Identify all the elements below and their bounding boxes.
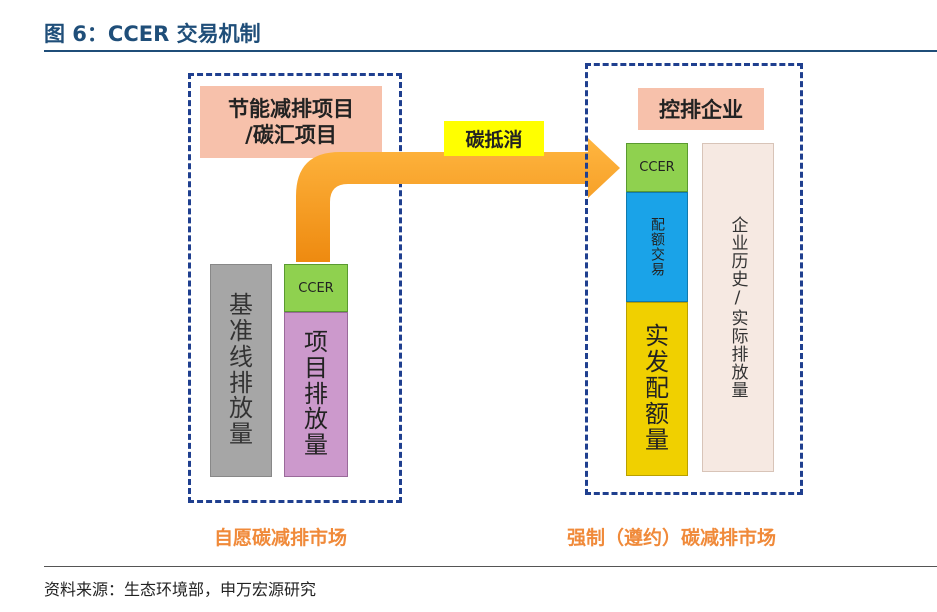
controlled-enterprise-header: 控排企业: [638, 88, 764, 130]
project-emission-bar: 项目排 放量: [284, 312, 348, 477]
source-note: 资料来源：生态环境部，申万宏源研究: [44, 580, 317, 599]
actual-quota-bar: 实发配 额量: [626, 302, 688, 476]
source-divider: [44, 566, 937, 567]
historical-emission-label: 企业历史/实际排放量: [727, 216, 748, 399]
title-divider: [44, 50, 937, 52]
left-ccer-block: CCER: [284, 264, 348, 312]
carbon-offset-label: 碳抵消: [444, 121, 544, 156]
voluntary-market-label: 自愿碳减排市场: [214, 527, 348, 549]
figure-title: 图 6：CCER 交易机制: [44, 22, 261, 46]
right-ccer-block: CCER: [626, 143, 688, 192]
baseline-label: 基准线 排放量: [229, 290, 253, 449]
voluntary-market-frame: [188, 73, 402, 503]
compliance-market-label: 强制（遵约）碳减排市场: [567, 527, 777, 549]
emission-reduction-project-header: 节能减排项目 /碳汇项目: [200, 86, 382, 158]
baseline-emission-bar: 基准线 排放量: [210, 264, 272, 477]
header-line-1: 节能减排项目: [228, 96, 354, 121]
historical-emission-bar: 企业历史/实际排放量: [702, 143, 774, 472]
compliance-market-frame: [585, 63, 803, 495]
quota-trading-bar: 配额交易: [626, 192, 688, 302]
quota-trading-label: 配额交易: [649, 217, 665, 277]
project-emission-label: 项目排 放量: [304, 327, 328, 460]
header-line-2: /碳汇项目: [245, 123, 337, 147]
actual-quota-label: 实发配 额量: [645, 322, 669, 454]
